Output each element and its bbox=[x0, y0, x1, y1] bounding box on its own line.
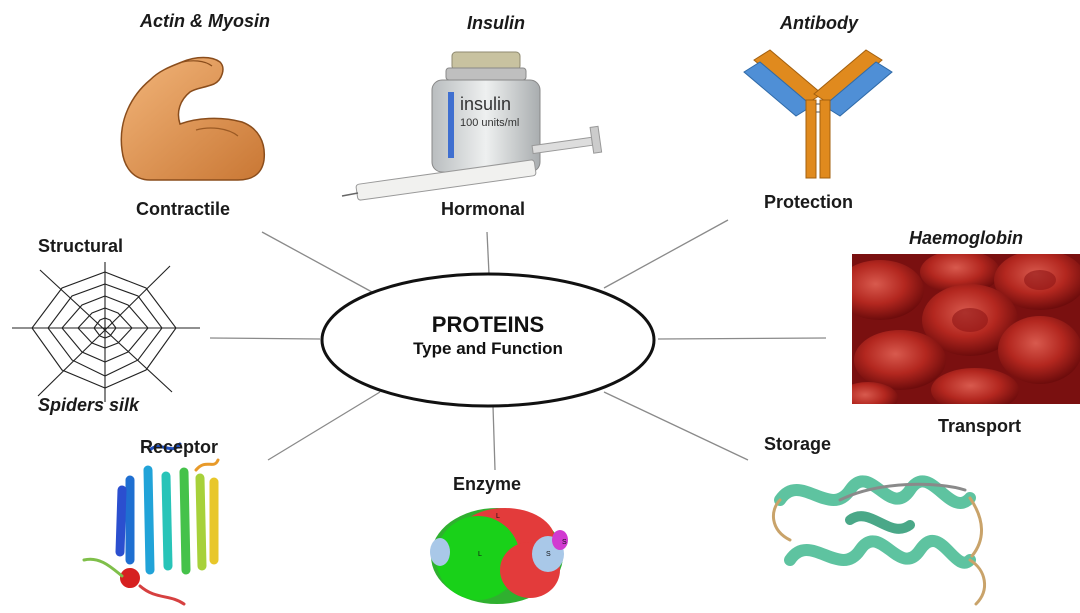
function-label-transport: Transport bbox=[938, 416, 1022, 436]
connector-storage bbox=[603, 391, 749, 461]
protein-ribbon-icon bbox=[771, 475, 986, 606]
center-title: PROTEINS bbox=[431, 312, 545, 337]
connector-hormonal bbox=[486, 231, 490, 275]
function-label-receptor: Receptor bbox=[140, 437, 219, 457]
function-label-contractile: Contractile bbox=[136, 199, 231, 219]
connector-contractile bbox=[261, 231, 373, 293]
insulin-vial-icon: insulin 100 units/ml bbox=[341, 51, 603, 201]
receptor-helices-icon bbox=[82, 442, 220, 606]
svg-text:S: S bbox=[546, 551, 551, 558]
vial-units: 100 units/ml bbox=[460, 117, 519, 129]
connector-receptor bbox=[267, 391, 381, 461]
function-label-structural: Structural bbox=[38, 236, 124, 256]
antibody-icon bbox=[743, 49, 893, 179]
connector-protection bbox=[603, 219, 729, 289]
svg-text:S: S bbox=[562, 539, 567, 546]
example-label-contractile: Actin & Myosin bbox=[140, 11, 271, 31]
connector-structural bbox=[209, 337, 321, 340]
spider-web-icon bbox=[12, 262, 200, 402]
function-label-protection: Protection bbox=[764, 192, 854, 212]
center-ellipse bbox=[320, 272, 656, 408]
svg-text:L: L bbox=[478, 551, 482, 558]
red-blood-cells-icon bbox=[852, 254, 1080, 404]
syringe-icon bbox=[341, 125, 603, 201]
enzyme-complex-icon: L L S S bbox=[430, 508, 568, 604]
center-subtitle: Type and Function bbox=[413, 339, 563, 358]
example-label-structural: Spiders silk bbox=[38, 395, 140, 415]
function-label-storage: Storage bbox=[764, 434, 832, 454]
example-label-hormonal: Insulin bbox=[467, 13, 525, 33]
flexed-arm-icon bbox=[120, 56, 266, 181]
example-label-transport: Haemoglobin bbox=[909, 228, 1024, 248]
function-label-enzyme: Enzyme bbox=[453, 474, 522, 494]
connector-lines bbox=[209, 219, 827, 471]
svg-text:L: L bbox=[496, 513, 500, 520]
vial-label: insulin bbox=[460, 94, 511, 114]
example-label-protection: Antibody bbox=[780, 13, 858, 33]
connector-transport bbox=[657, 337, 827, 340]
function-label-hormonal: Hormonal bbox=[441, 199, 526, 219]
connector-enzyme bbox=[492, 405, 496, 471]
